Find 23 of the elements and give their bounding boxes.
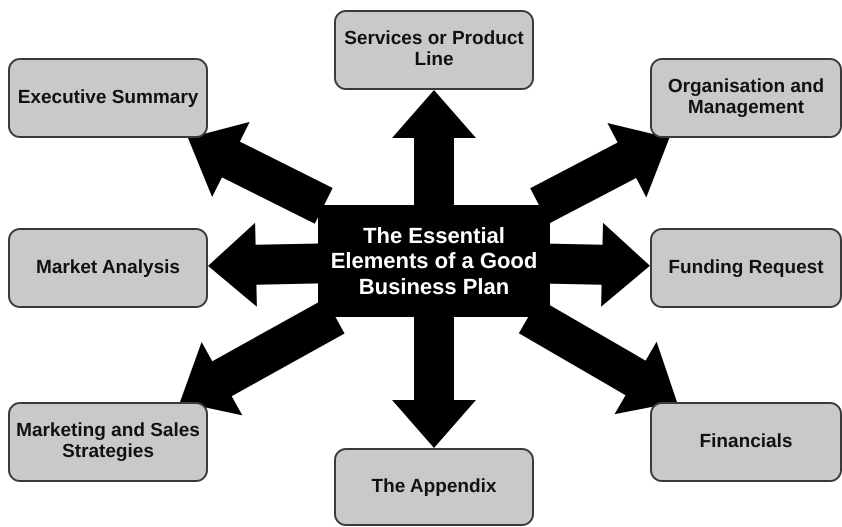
central-title: The Essential Elements of a Good Business Plan [330, 223, 538, 299]
topic-label: Executive Summary [18, 88, 198, 108]
arrow [208, 222, 320, 307]
topic-box [650, 228, 842, 308]
topic-box [650, 58, 842, 138]
topic-label: Organisation and Management [666, 77, 826, 119]
topic-box [334, 448, 534, 526]
arrow [530, 123, 670, 224]
topic-label: Market Analysis [36, 258, 180, 278]
arrow [392, 315, 476, 448]
topic-label: Funding Request [668, 258, 824, 278]
topic-label: Services or Product Line [343, 29, 525, 71]
arrow [392, 90, 476, 207]
topic-box [650, 402, 842, 482]
topic-label: Financials [700, 432, 792, 452]
arrow [188, 122, 333, 224]
topic-box [8, 58, 208, 138]
topic-box [8, 402, 208, 482]
arrow [548, 222, 650, 307]
topic-box [8, 228, 208, 308]
topic-label: The Appendix [372, 476, 496, 498]
topic-box [334, 10, 534, 90]
topic-label: Marketing and Sales Strategies [15, 421, 201, 463]
